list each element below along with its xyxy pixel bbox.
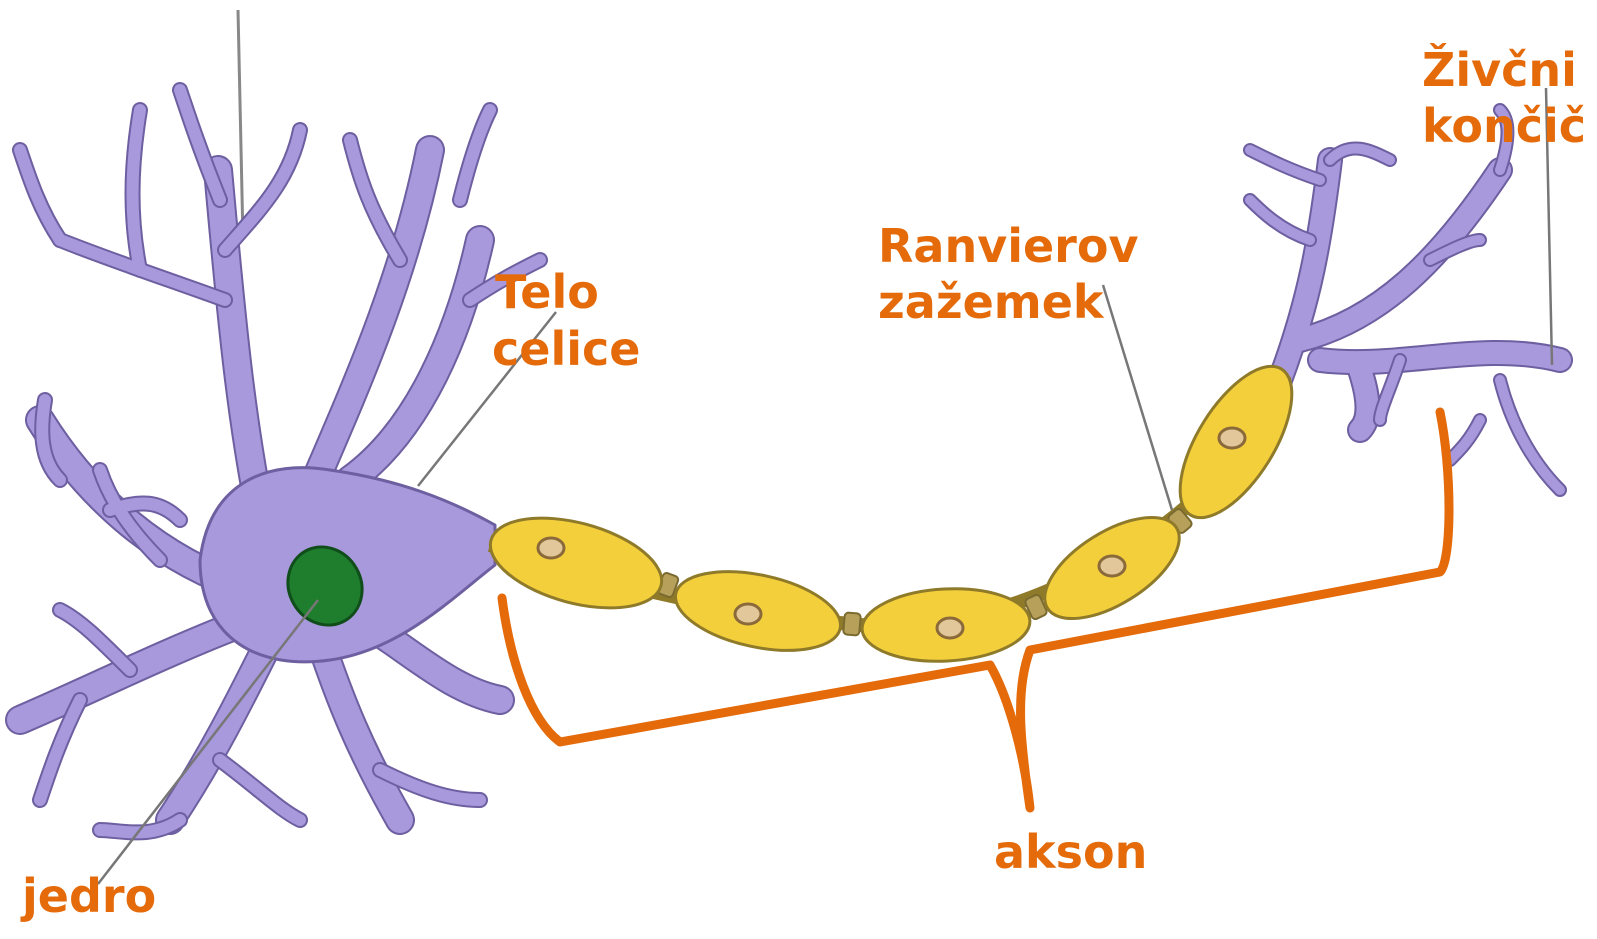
axon-terminal [1250, 110, 1560, 490]
label-telo-line1: Telo [495, 265, 599, 319]
schwann-nucleus [937, 618, 963, 638]
ranvier-node [843, 612, 861, 635]
cell-body [20, 90, 540, 833]
label-akson: akson [994, 825, 1147, 879]
label-telo-line2: celice [492, 322, 640, 376]
schwann-nucleus [735, 604, 761, 624]
schwann-nucleus [1099, 556, 1125, 576]
label-zivcni-line2: končič [1422, 99, 1586, 153]
ranvier-pointer-line [1103, 285, 1172, 510]
label-jedro: jedro [20, 869, 156, 923]
label-zivcni-line1: Živčni [1422, 43, 1577, 97]
schwann-nucleus [538, 538, 564, 558]
label-ranvier-line1: Ranvierov [878, 219, 1138, 273]
dendrite-pointer-line [238, 10, 243, 240]
schwann-nucleus [1219, 428, 1245, 448]
myelin-sheath [481, 502, 672, 625]
label-ranvier-line2: zažemek [878, 275, 1105, 329]
